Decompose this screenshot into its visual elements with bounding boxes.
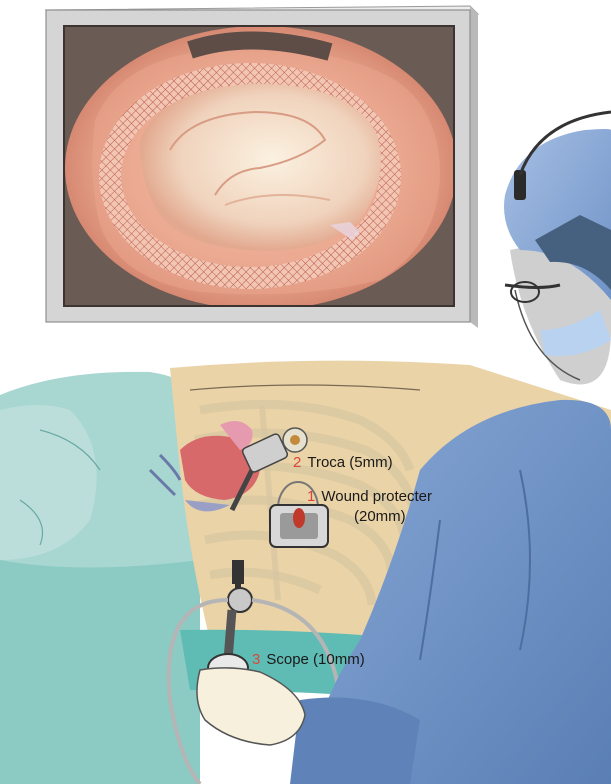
- endoscope-view: [64, 26, 457, 310]
- label-trocar-text: Troca (5mm): [307, 454, 392, 471]
- label-trocar-number: 2: [293, 454, 301, 471]
- label-trocar: 2 Troca (5mm): [293, 454, 393, 472]
- label-wound-protector-number: 1: [307, 488, 315, 505]
- label-scope-number: 3: [252, 651, 260, 668]
- label-wound-protector-text: Wound protecter: [321, 488, 432, 505]
- label-scope: 3 Scope (10mm): [252, 651, 365, 669]
- patient-drape: [0, 372, 200, 784]
- label-wound-protector-size: (20mm): [354, 508, 406, 525]
- label-wound-protector: 1 Wound protecter: [307, 488, 432, 506]
- label-scope-text: Scope (10mm): [266, 651, 364, 668]
- monitor: [46, 6, 478, 328]
